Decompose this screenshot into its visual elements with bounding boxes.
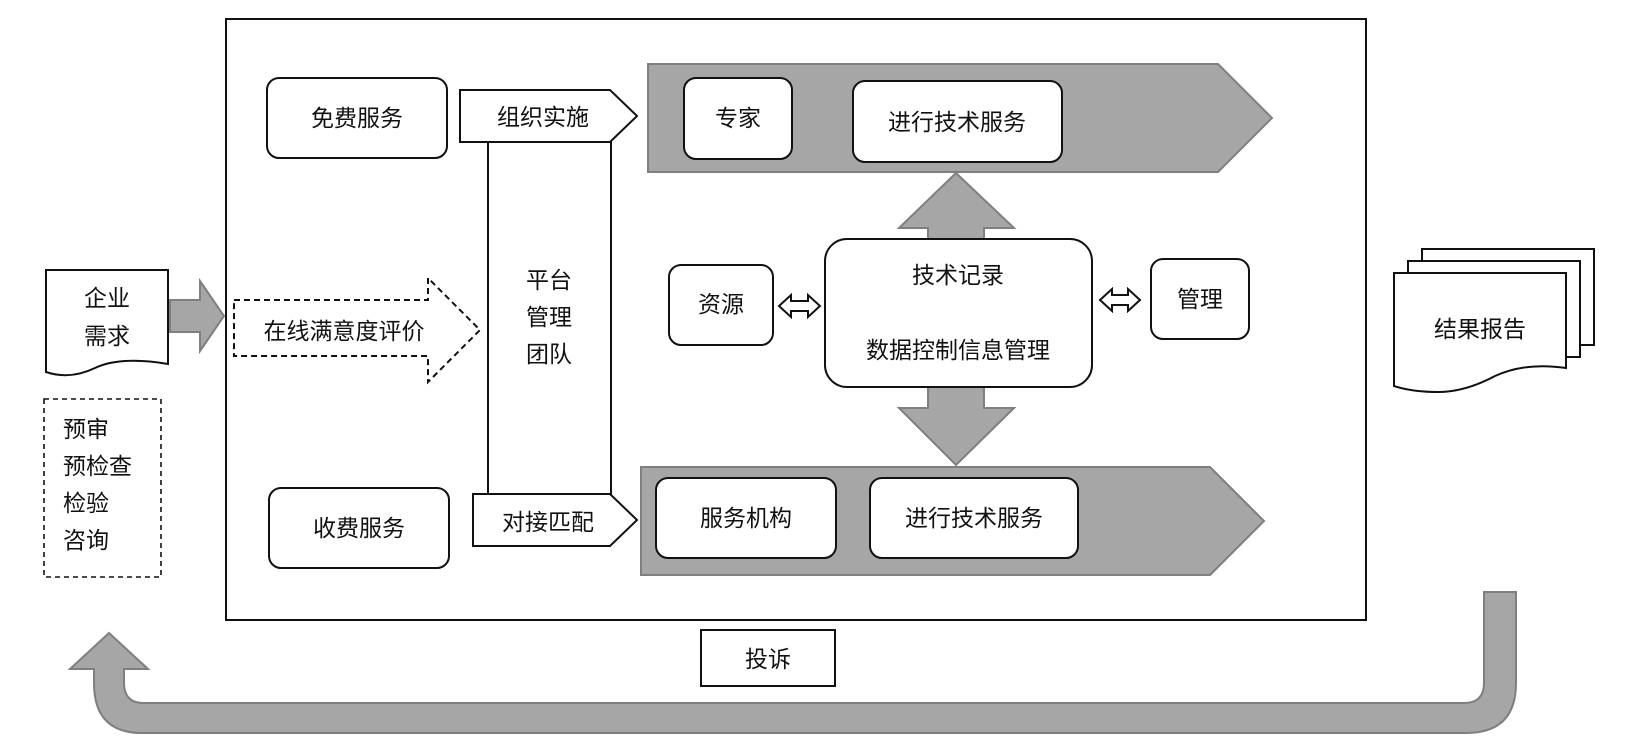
enterprise-demand-label-2: 需求	[84, 324, 130, 350]
platform-team-label-2: 管理	[526, 305, 572, 331]
docking-matching-tag	[472, 493, 639, 547]
down-arrow	[896, 385, 1017, 467]
resource-double-arrow	[777, 292, 822, 320]
free-service-label: 免费服务	[311, 106, 403, 132]
expert-box	[683, 77, 793, 160]
expert-label: 专家	[715, 106, 761, 132]
result-report-document	[1393, 272, 1567, 394]
resource-label: 资源	[698, 292, 744, 318]
platform-team-label-1: 平台	[526, 268, 572, 294]
organize-implement-label: 组织实施	[497, 105, 589, 131]
service-agency-box	[655, 477, 837, 559]
tech-service-top-label: 进行技术服务	[888, 110, 1026, 136]
enterprise-demand-label-1: 企业	[84, 286, 130, 312]
free-service-box	[266, 77, 448, 159]
enterprise-demand-document	[45, 269, 169, 377]
platform-team-label-3: 团队	[526, 342, 572, 368]
pre-service-item: 检验	[63, 491, 109, 517]
management-double-arrow	[1098, 286, 1142, 314]
complaint-label: 投诉	[745, 647, 791, 673]
paid-service-label: 收费服务	[313, 516, 405, 542]
resource-box	[668, 264, 774, 346]
pre-services-box	[43, 398, 162, 578]
data-center-box	[824, 238, 1093, 388]
data-control-label: 数据控制信息管理	[866, 338, 1050, 364]
online-evaluation-arrow	[233, 275, 482, 385]
tech-service-top-box	[852, 80, 1063, 163]
management-label: 管理	[1177, 287, 1223, 313]
online-evaluation-label: 在线满意度评价	[264, 319, 425, 345]
management-box	[1150, 258, 1250, 340]
complaint-return-arrow	[67, 591, 1517, 734]
pre-service-item: 咨询	[63, 528, 109, 554]
tech-record-label: 技术记录	[912, 263, 1004, 289]
result-report-label: 结果报告	[1434, 317, 1526, 343]
service-agency-label: 服务机构	[700, 506, 792, 532]
paid-service-box	[268, 487, 450, 569]
docking-matching-label: 对接匹配	[502, 510, 594, 536]
tech-service-bottom-box	[869, 477, 1079, 559]
complaint-box	[700, 629, 836, 687]
pre-service-item: 预审	[63, 417, 109, 443]
enterprise-input-arrow	[169, 277, 226, 355]
organize-implement-tag	[459, 89, 639, 143]
tech-service-bottom-label: 进行技术服务	[905, 506, 1043, 532]
pre-service-item: 预检查	[63, 454, 132, 480]
